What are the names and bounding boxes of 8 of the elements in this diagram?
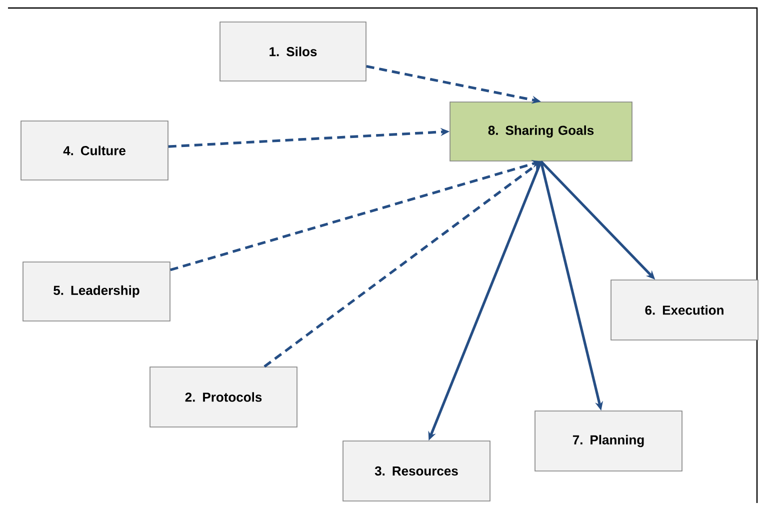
box: 5. Leadership — [22, 262, 170, 322]
box: 7. Planning — [534, 410, 682, 472]
box: 4. Culture — [20, 120, 168, 180]
box: 1. Silos — [220, 22, 366, 82]
box: 3. Resources — [342, 440, 490, 502]
box: 6. Execution — [610, 280, 758, 340]
box: 2. Protocols — [150, 366, 298, 428]
box: 8. Sharing Goals — [450, 102, 632, 162]
